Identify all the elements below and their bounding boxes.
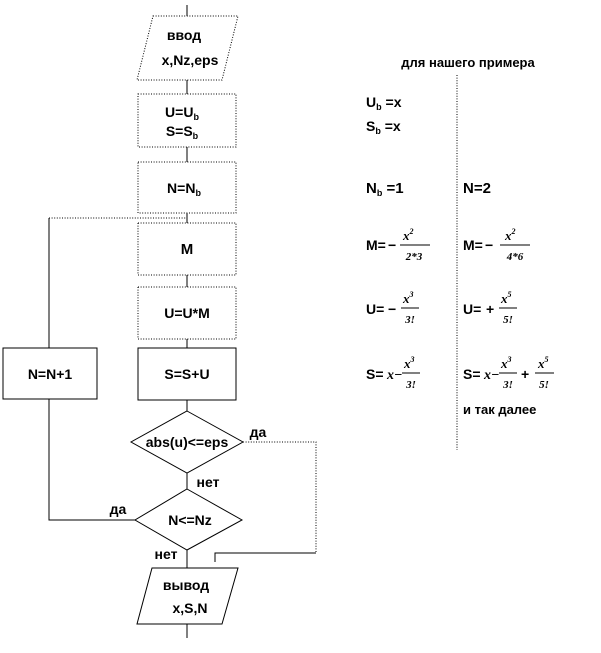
m1-numerator: x2 — [402, 227, 414, 243]
multiplier-block: M — [137, 222, 237, 276]
increment-n-block: N=N+1 — [2, 347, 98, 400]
m2-minus: − — [485, 237, 493, 253]
output-vars: x,S,N — [172, 600, 207, 616]
s2-denominator-1: 3! — [502, 379, 513, 391]
update-s-label: S=S+U — [164, 366, 209, 382]
s1-prefix: S= — [366, 366, 384, 382]
m2-prefix: M= — [463, 237, 483, 253]
update-u-shape — [137, 286, 237, 340]
m1-denominator: 2*3 — [405, 251, 423, 263]
multiplier-label: M — [181, 241, 194, 258]
example-m1: M= − x2 2*3 — [366, 227, 430, 263]
init-s-label: S=Sb — [166, 123, 199, 141]
increment-n-label: N=N+1 — [28, 366, 73, 382]
u2-plus: + — [486, 301, 494, 317]
n-no-label: нет — [155, 546, 178, 562]
update-s-shape — [137, 347, 237, 401]
u2-prefix: U= — [463, 301, 481, 317]
init-us-shape — [137, 93, 237, 148]
example-continued: и так далее — [463, 402, 536, 417]
loop-yes-line — [48, 399, 135, 521]
init-n-block: N=Nb — [137, 161, 237, 214]
input-block: ввод x,Nz,eps — [136, 15, 239, 81]
init-us-block: U=Ub S=Sb — [137, 93, 237, 148]
m2-denominator: 4*6 — [506, 251, 524, 263]
eps-yes-label: да — [250, 424, 267, 440]
u1-numerator: x3 — [402, 290, 414, 306]
n-yes-label: да — [110, 501, 127, 517]
example-s2: S= x− x3 3! + x5 5! — [463, 355, 554, 391]
example-n2: N=2 — [463, 180, 491, 197]
eps-yes-line — [243, 441, 317, 553]
s1-denominator: 3! — [405, 379, 416, 391]
n-decision-label: N<=Nz — [168, 512, 212, 528]
example-u1: U= − x3 3! — [366, 290, 419, 326]
m1-prefix: M= — [366, 237, 386, 253]
connector-lines — [48, 5, 458, 638]
m1-minus: − — [388, 237, 396, 253]
s2-x-minus: x− — [483, 368, 499, 383]
output-title: вывод — [163, 577, 209, 593]
n-decision: N<=Nz да нет — [110, 488, 244, 562]
input-shape — [136, 15, 239, 81]
eps-yes-line-lower — [214, 552, 316, 562]
input-vars: x,Nz,eps — [162, 52, 219, 68]
eps-decision-label: abs(u)<=eps — [146, 434, 229, 450]
u1-prefix: U= — [366, 301, 384, 317]
multiplier-shape — [137, 222, 237, 276]
update-u-block: U=U*M — [137, 286, 237, 340]
example-s1: S= x− x3 3! — [366, 355, 420, 391]
example-panel: для нашего примера Ub =x Sb =x Nb =1 N=2… — [366, 55, 554, 417]
u2-numerator: x5 — [500, 290, 512, 306]
update-s-block: S=S+U — [137, 347, 237, 401]
increment-n-shape — [2, 347, 98, 400]
output-shape — [136, 567, 239, 625]
m2-numerator: x2 — [504, 227, 516, 243]
s2-prefix: S= — [463, 366, 481, 382]
s1-numerator: x3 — [403, 355, 415, 371]
eps-no-label: нет — [197, 474, 220, 490]
s2-numerator-2: x5 — [537, 355, 549, 371]
s2-numerator-1: x3 — [500, 355, 512, 371]
s2-plus: + — [521, 366, 529, 382]
input-title: ввод — [167, 27, 201, 43]
s1-x-minus: x− — [386, 368, 402, 383]
n-decision-shape — [134, 488, 244, 551]
example-u2: U= + x5 5! — [463, 290, 517, 326]
init-n-shape — [137, 161, 237, 214]
s2-denominator-2: 5! — [539, 379, 549, 391]
eps-decision-shape — [129, 410, 245, 474]
example-sb: Sb =x — [366, 118, 401, 136]
output-block: вывод x,S,N — [136, 567, 239, 625]
example-m2: M= − x2 4*6 — [463, 227, 530, 263]
u2-denominator: 5! — [503, 314, 513, 326]
u1-denominator: 3! — [404, 314, 415, 326]
init-u-label: U=Ub — [165, 104, 199, 122]
example-nb: Nb =1 — [366, 180, 404, 198]
init-n-label: N=Nb — [167, 180, 201, 198]
u1-minus: − — [388, 301, 396, 317]
update-u-label: U=U*M — [164, 305, 210, 321]
eps-decision: abs(u)<=eps да нет — [129, 410, 267, 490]
example-header: для нашего примера — [401, 55, 535, 70]
example-ub: Ub =x — [366, 94, 402, 112]
